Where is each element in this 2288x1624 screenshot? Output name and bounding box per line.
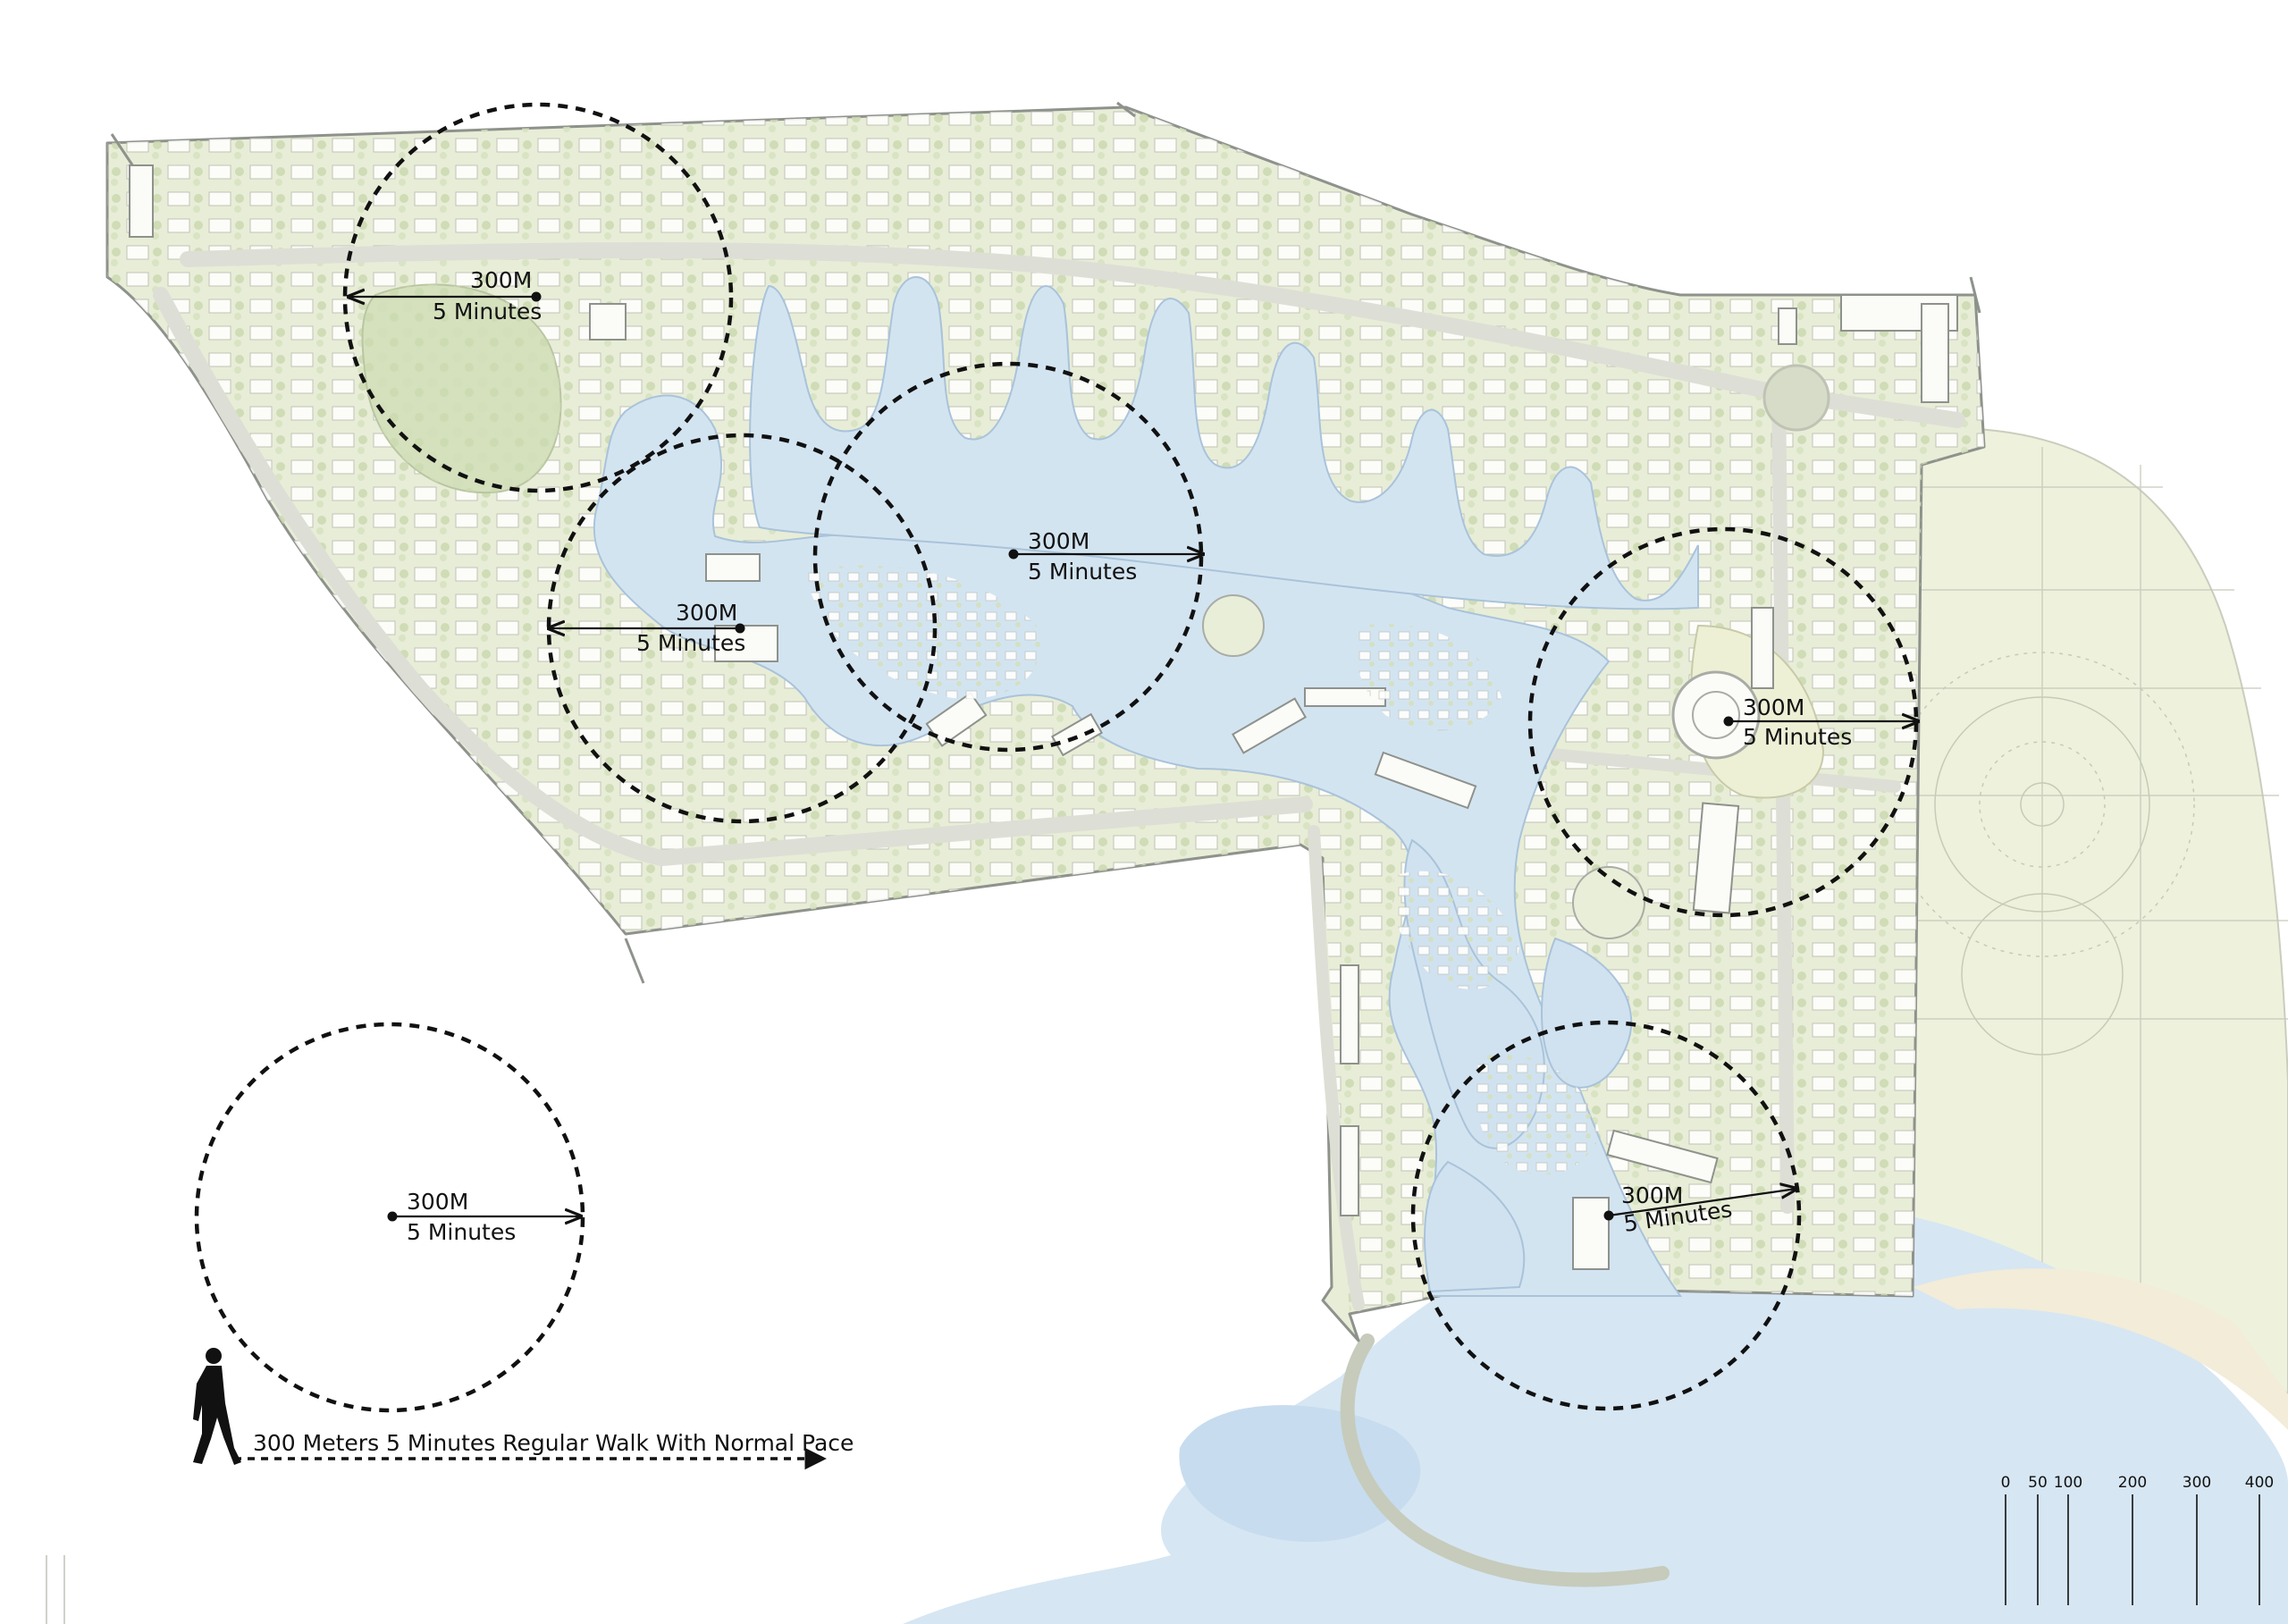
roundabout bbox=[1762, 364, 1830, 432]
large-buildings bbox=[129, 164, 1958, 1270]
scale-tick-400: 400 bbox=[2245, 1474, 2274, 1492]
scale-bar: 0 50 100 200 300 400 bbox=[2001, 1474, 2274, 1605]
radius-circle-2 bbox=[546, 433, 938, 824]
radius-arrows bbox=[349, 297, 1918, 1216]
radius-label-2-distance: 300M bbox=[676, 600, 737, 626]
villa-clusters bbox=[804, 565, 1600, 1175]
scale-tick-300: 300 bbox=[2183, 1474, 2211, 1492]
green-parks bbox=[361, 283, 1825, 939]
sea bbox=[903, 1200, 2288, 1624]
radius-label-5-distance: 300M bbox=[1621, 1182, 1683, 1208]
radius-label-1-time: 5 Minutes bbox=[433, 299, 542, 324]
radius-label-4-time: 5 Minutes bbox=[1743, 724, 1852, 750]
radius-label-3-distance: 300M bbox=[1028, 528, 1089, 554]
radius-label-2-time: 5 Minutes bbox=[636, 630, 745, 656]
radius-label-4-distance: 300M bbox=[1743, 694, 1804, 720]
radius-center-dots bbox=[387, 291, 1734, 1222]
breakwater bbox=[1340, 1334, 1670, 1587]
radius-circle-5 bbox=[1410, 1020, 1802, 1411]
scale-tick-0: 0 bbox=[2001, 1474, 2011, 1492]
walk-caption: 300 Meters 5 Minutes Regular Walk With N… bbox=[253, 1430, 854, 1456]
radius-label-3-time: 5 Minutes bbox=[1028, 559, 1137, 585]
walking-person-icon bbox=[193, 1348, 241, 1465]
radius-labels: 300M 5 Minutes 300M 5 Minutes 300M 5 Min… bbox=[407, 267, 1852, 1245]
beach bbox=[1913, 1268, 2288, 1430]
legend-radius-circle bbox=[194, 1022, 585, 1413]
scale-tick-50: 50 bbox=[2028, 1474, 2048, 1492]
park-grid-lines bbox=[1913, 447, 2288, 1359]
east-park-area bbox=[1889, 426, 2288, 1396]
radius-circle-1 bbox=[342, 102, 734, 493]
legend-distance: 300M bbox=[407, 1189, 468, 1215]
scale-tick-100: 100 bbox=[2054, 1474, 2082, 1492]
margin-marks bbox=[46, 1555, 65, 1624]
radius-label-1-distance: 300M bbox=[470, 267, 532, 293]
scale-tick-200: 200 bbox=[2118, 1474, 2147, 1492]
legend-time: 5 Minutes bbox=[407, 1219, 516, 1245]
